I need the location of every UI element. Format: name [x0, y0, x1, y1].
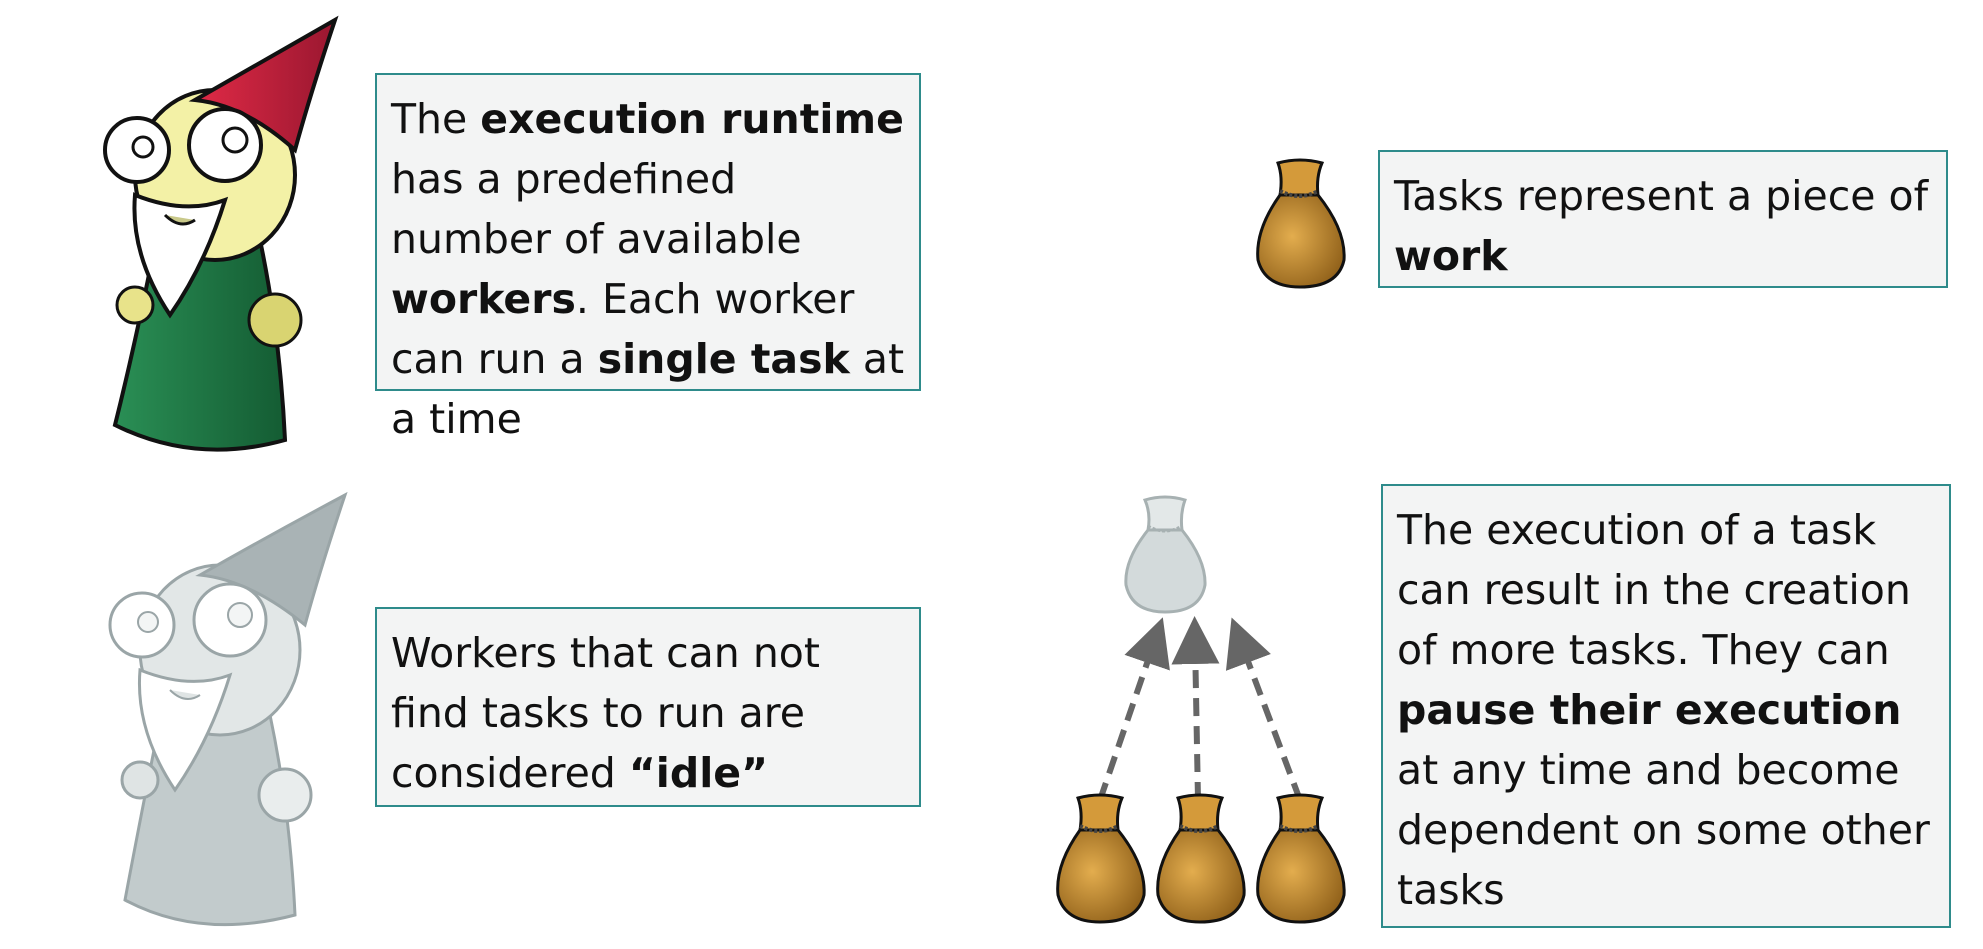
- active-gnome-worker-icon: [103, 15, 339, 452]
- dependency-arrows: [1097, 616, 1303, 802]
- runtime-text-2: has a predefined number of available: [391, 155, 802, 263]
- idle-text-1: Workers that can not find tasks to run a…: [391, 629, 820, 797]
- runtime-text-3: . Each worker can run a: [391, 275, 855, 383]
- runtime-description-box: The execution runtime has a predefined n…: [375, 73, 921, 443]
- tasks-text-1: Tasks represent a piece of: [1394, 172, 1929, 220]
- idle-bold-idle: “idle”: [628, 749, 769, 797]
- child-task-bag-icon: [1256, 793, 1346, 924]
- task-creation-description-box: The execution of a task can result in th…: [1381, 484, 1951, 928]
- child-task-bag-icon: [1056, 793, 1146, 924]
- runtime-text-1: The: [391, 95, 481, 143]
- creation-bold-pause: pause their execution: [1397, 686, 1902, 734]
- runtime-text-4: at a time: [391, 335, 905, 443]
- tasks-description-box: Tasks represent a piece of work: [1378, 150, 1948, 288]
- runtime-bold-single-task: single task: [597, 335, 850, 383]
- runtime-bold-execution-runtime: execution runtime: [480, 95, 904, 143]
- runtime-bold-workers: workers: [391, 275, 576, 323]
- creation-text-1: The execution of a task can result in th…: [1397, 506, 1911, 674]
- creation-text-2: at any time and become dependent on some…: [1397, 746, 1930, 914]
- tasks-bold-work: work: [1394, 232, 1508, 280]
- child-task-bag-icon: [1156, 793, 1246, 924]
- idle-gnome-worker-icon: [108, 491, 348, 927]
- parent-task-bag-icon: [1124, 495, 1207, 614]
- task-dependency-diagram: [1056, 495, 1346, 924]
- task-bag-icon: [1256, 158, 1346, 289]
- idle-description-box: Workers that can not find tasks to run a…: [375, 607, 921, 807]
